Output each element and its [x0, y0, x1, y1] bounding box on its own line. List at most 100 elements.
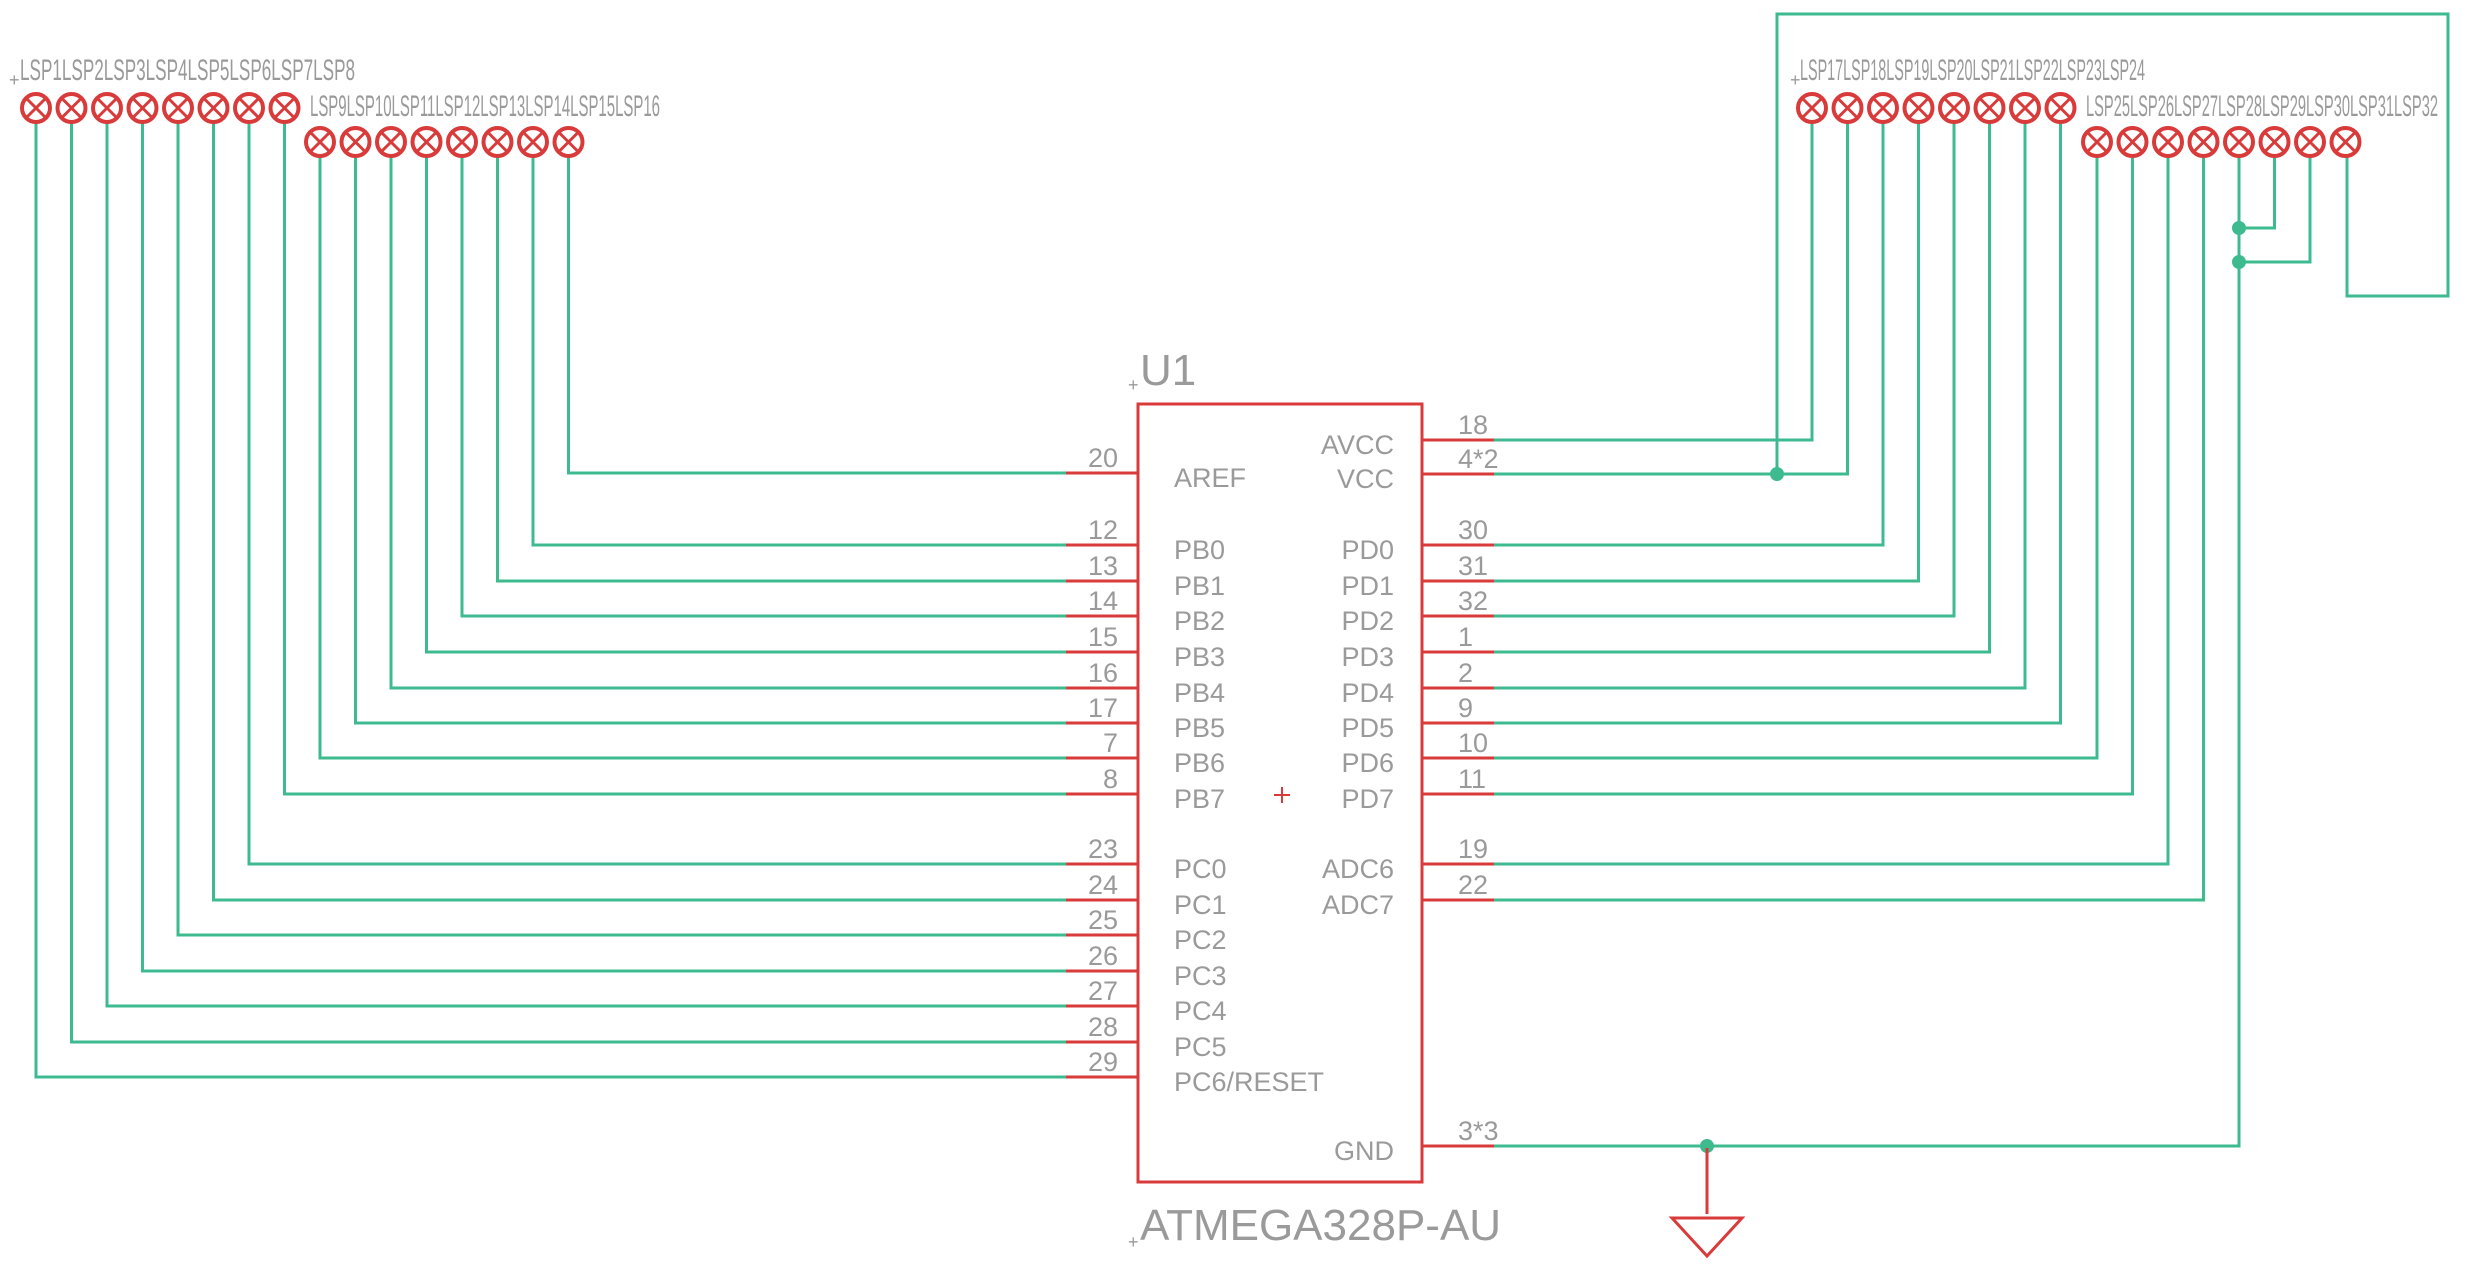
pad-x-b [2228, 131, 2250, 153]
pad-lsp21[interactable] [1938, 92, 1970, 124]
pad-lsp13[interactable] [446, 126, 478, 158]
wire-lsp5 [176, 122, 1066, 937]
pad-x-b [2335, 131, 2356, 153]
pin-number-31: 31 [1458, 551, 1488, 581]
pad-x-b [522, 131, 544, 153]
pad-x-b [1872, 97, 1894, 119]
pad-lsp22[interactable] [1973, 92, 2006, 124]
pin-number-23: 23 [1088, 834, 1118, 864]
pin-number-1: 1 [1458, 622, 1473, 652]
wire-lsp8 [283, 122, 1066, 796]
pad-x-b [416, 131, 437, 153]
pad-lsp19[interactable] [1867, 92, 1899, 124]
pad-lsp17[interactable] [1796, 92, 1828, 124]
pin-name-pd0: PD0 [1341, 535, 1394, 565]
pad-lsp12[interactable] [410, 126, 443, 158]
pad-x-b [345, 131, 366, 153]
wire-lsp3 [105, 122, 1066, 1008]
pad-lsp31[interactable] [2294, 126, 2326, 158]
pad-lsp28[interactable] [2187, 126, 2220, 158]
pad-lsp14[interactable] [481, 126, 514, 158]
pad-group-1-cross: + [9, 70, 20, 90]
pad-lsp20[interactable] [1902, 92, 1935, 124]
pin-name-pd7: PD7 [1341, 784, 1394, 814]
wire-gnd-bus [1494, 156, 2241, 1148]
wire-lsp26 [1494, 156, 2134, 796]
wire-lsp11 [389, 156, 1066, 690]
pin-number-4*2: 4*2 [1458, 444, 1499, 474]
wire-lsp21 [1494, 122, 1956, 618]
pad-lsp3[interactable] [91, 92, 123, 124]
pad-x-b [2122, 131, 2143, 153]
pad-lsp26[interactable] [2116, 126, 2149, 158]
pad-lsp18[interactable] [1831, 92, 1864, 124]
wire-lsp18 [1494, 122, 1849, 476]
pin-name-pb0: PB0 [1174, 535, 1225, 565]
pad-lsp25[interactable] [2081, 126, 2113, 158]
pad-lsp9[interactable] [304, 126, 336, 158]
wire-lsp13 [460, 156, 1066, 618]
wire-vcc-loop [1775, 12, 2450, 474]
pad-x-b [2193, 131, 2214, 153]
pad-x-b [487, 131, 508, 153]
pad-x-b [309, 131, 331, 153]
pad-x-b [96, 97, 118, 119]
pin-number-12: 12 [1088, 515, 1118, 545]
pad-lsp24[interactable] [2044, 92, 2077, 124]
pin-name-pd6: PD6 [1341, 748, 1394, 778]
pad-lsp23[interactable] [2009, 92, 2041, 124]
pad-x-b [274, 97, 295, 119]
pad-lsp16[interactable] [552, 126, 585, 158]
pad-lsp15[interactable] [517, 126, 549, 158]
pad-lsp8[interactable] [268, 92, 301, 124]
pin-name-adc7: ADC7 [1322, 890, 1394, 920]
junction-gnd [1700, 1139, 1714, 1153]
ic-name-label: U1 [1140, 346, 1196, 395]
pin-number-9: 9 [1458, 693, 1473, 723]
pin-name-gnd: GND [1334, 1136, 1394, 1166]
pad-lsp5[interactable] [162, 92, 194, 124]
pad-lsp32[interactable] [2329, 126, 2362, 158]
pin-name-pc4: PC4 [1174, 996, 1227, 1026]
pin-name-pb7: PB7 [1174, 784, 1225, 814]
pad-lsp27[interactable] [2152, 126, 2184, 158]
pad-x-b [380, 131, 402, 153]
pad-lsp2[interactable] [55, 92, 88, 124]
pad-x-b [132, 97, 153, 119]
pin-name-pd3: PD3 [1341, 642, 1394, 672]
pad-x-b [1908, 97, 1929, 119]
pad-lsp4[interactable] [126, 92, 159, 124]
wire-lsp4 [141, 122, 1066, 973]
name-origin-cross: + [1128, 375, 1139, 395]
pad-lsp10[interactable] [339, 126, 372, 158]
pin-number-3*3: 3*3 [1458, 1116, 1499, 1146]
wire-lsp1 [34, 122, 1066, 1079]
wire-lsp17 [1494, 122, 1814, 442]
pad-x-b [1979, 97, 2000, 119]
pad-lsp1[interactable] [20, 92, 52, 124]
wire-lsp20 [1494, 122, 1920, 583]
pad-x-b [25, 97, 47, 119]
wire-lsp12 [425, 156, 1066, 654]
pin-number-26: 26 [1088, 941, 1118, 971]
pin-name-avcc: AVCC [1321, 430, 1394, 460]
pad-lsp7[interactable] [233, 92, 265, 124]
pin-name-pb3: PB3 [1174, 642, 1225, 672]
pin-number-24: 24 [1088, 870, 1118, 900]
wire-lsp2 [70, 122, 1066, 1044]
pad-lsp6[interactable] [197, 92, 230, 124]
pad-x-b [167, 97, 189, 119]
pad-lsp11[interactable] [375, 126, 407, 158]
ic-value-label: ATMEGA328P-AU [1140, 1201, 1501, 1250]
pad-x-b [2086, 131, 2108, 153]
pad-lsp30[interactable] [2258, 126, 2291, 158]
pad-x-b [2264, 131, 2285, 153]
pad-x-b [2050, 97, 2071, 119]
junction-gnd-a [2232, 221, 2246, 235]
pad-x-b [2157, 131, 2179, 153]
pin-name-pb1: PB1 [1174, 571, 1225, 601]
pin-name-pd4: PD4 [1341, 678, 1394, 708]
pad-labels: LSP1LSP2LSP3LSP4LSP5LSP6LSP7LSP8 LSP9LSP… [9, 54, 2438, 123]
pad-lsp29[interactable] [2223, 126, 2255, 158]
pin-name-vcc: VCC [1337, 464, 1394, 494]
